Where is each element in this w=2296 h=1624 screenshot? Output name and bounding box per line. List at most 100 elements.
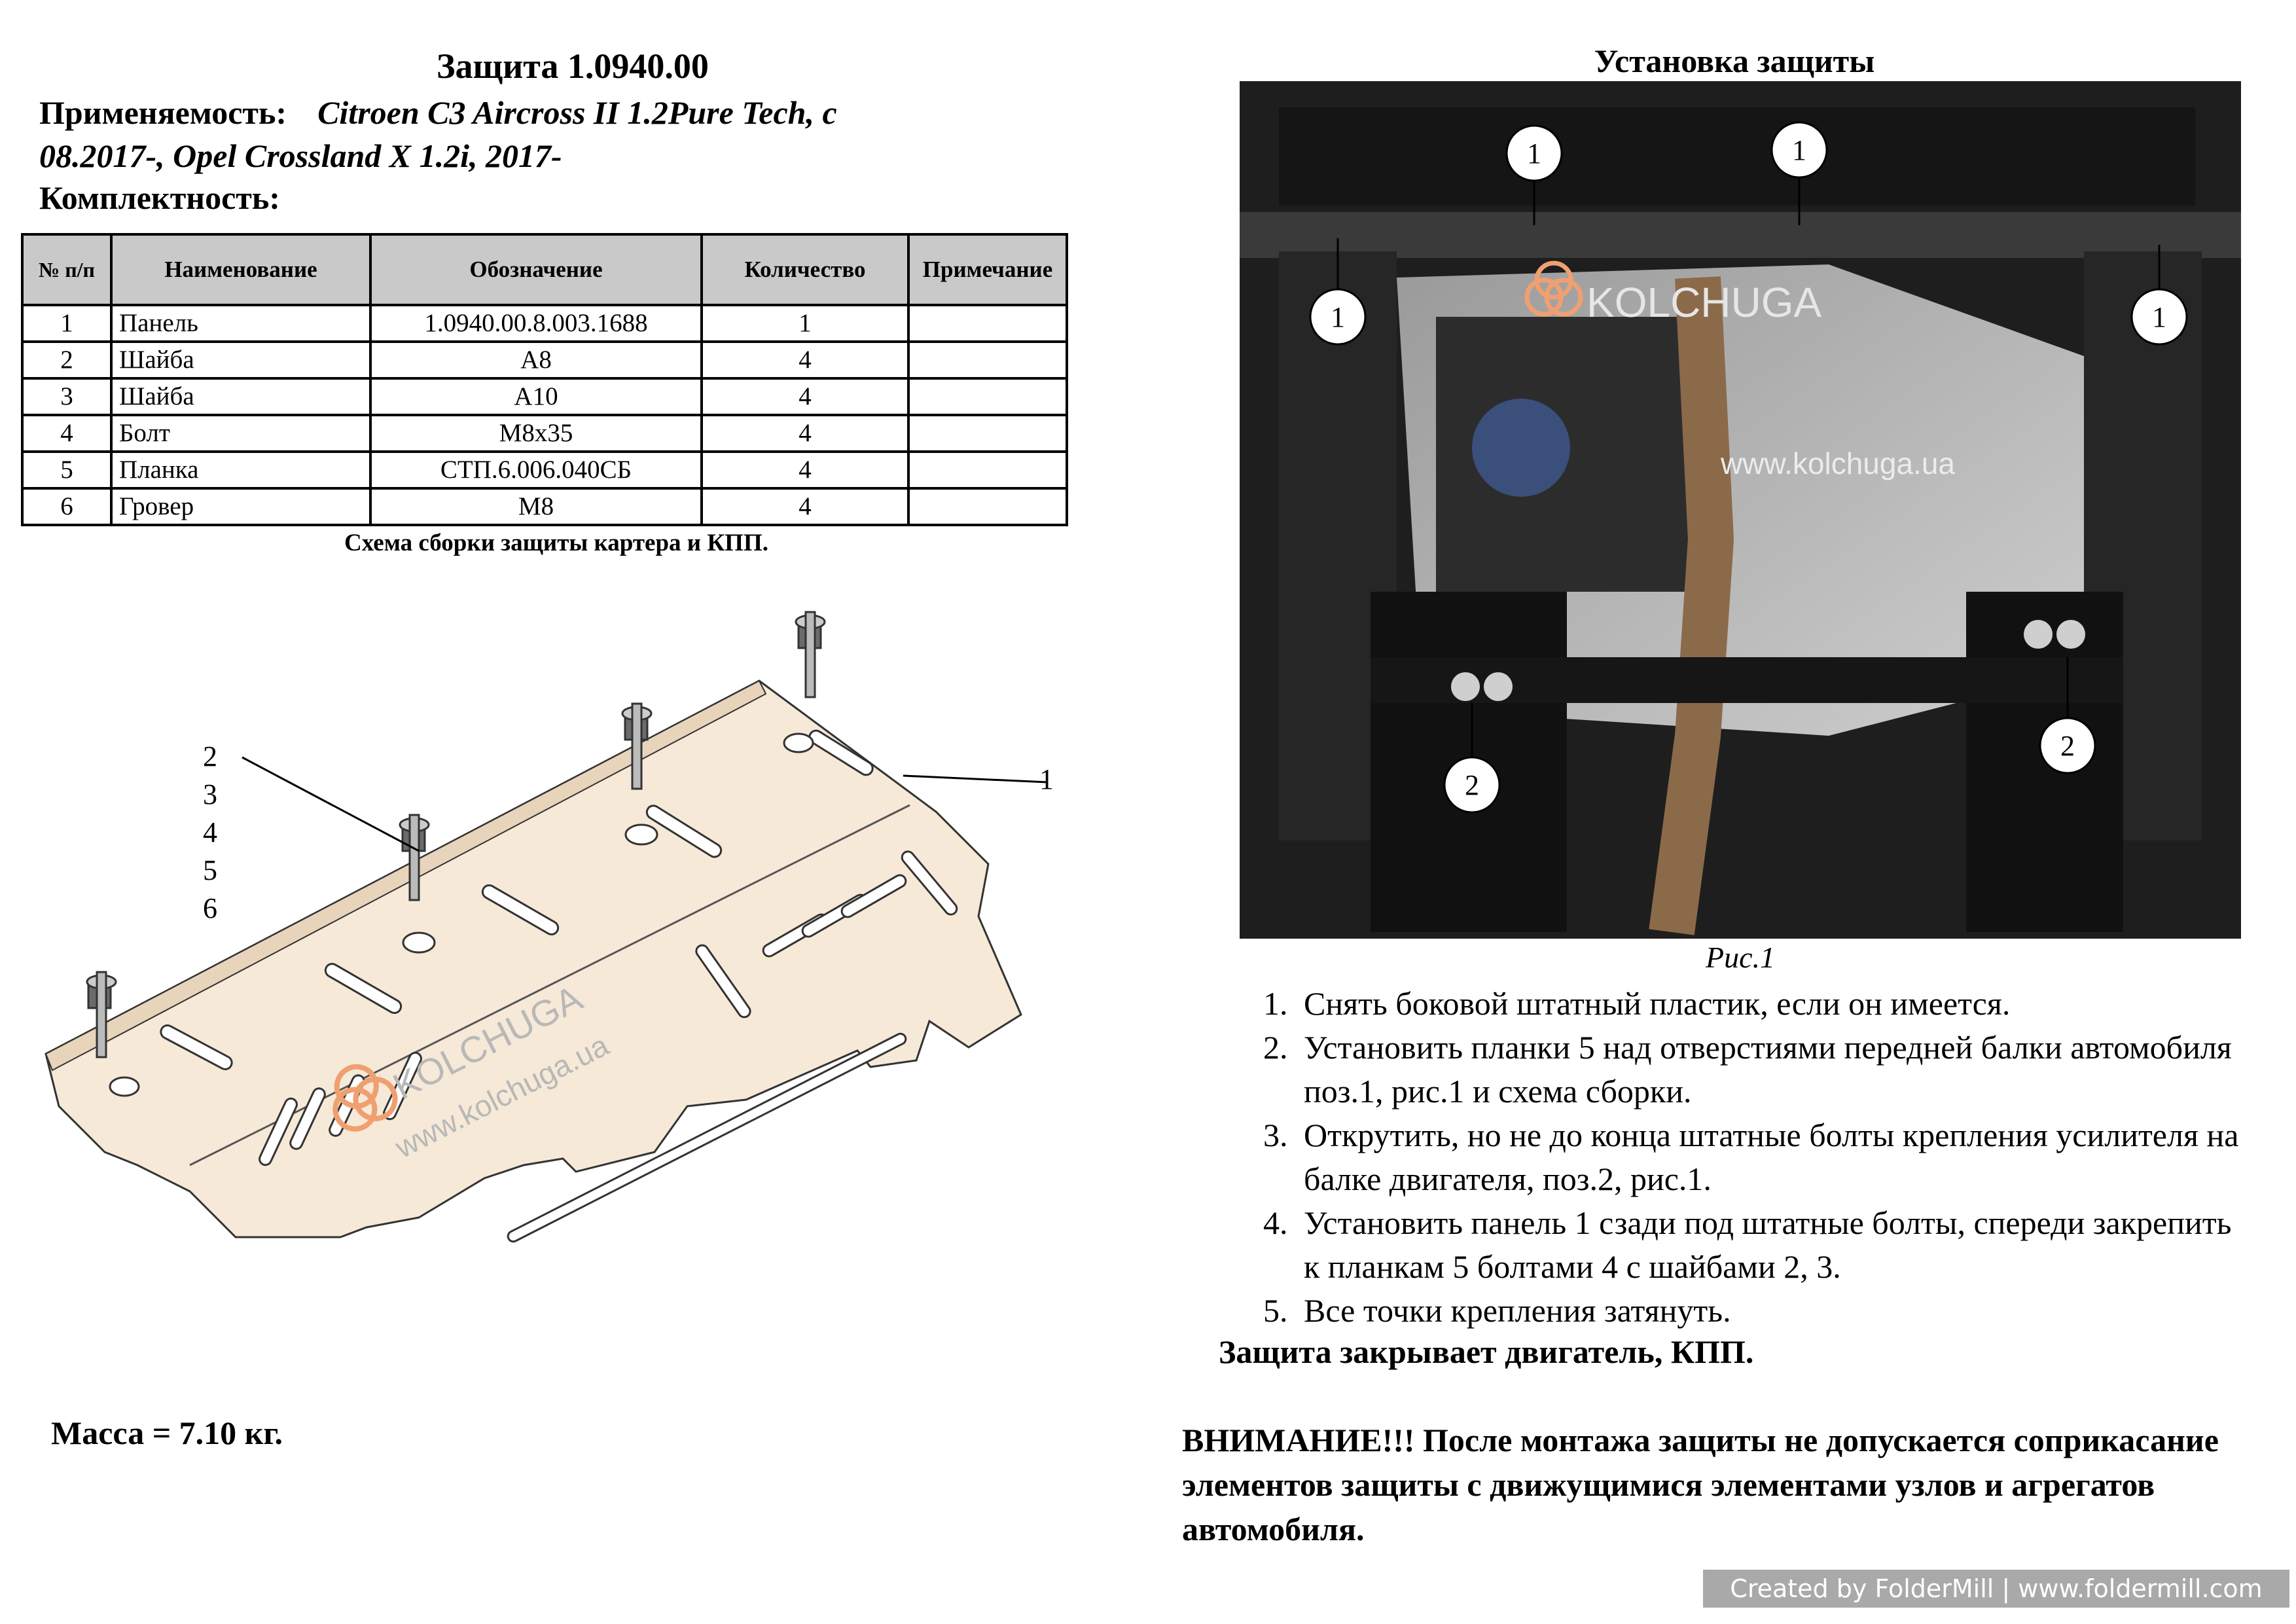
photo-caption: Рис.1 <box>1705 941 1775 974</box>
kit-label: Комплектность: <box>39 179 280 216</box>
step-number: 2. <box>1263 1029 1288 1066</box>
exhaust-pipe <box>1649 276 1734 935</box>
cell-number: 1 <box>21 304 113 343</box>
install-title: Установка защиты <box>1594 43 1875 79</box>
install-steps: 1. Снять боковой штатный пластик, если о… <box>1263 982 2245 1333</box>
col-quantity: Количество <box>700 233 910 306</box>
leader-left <box>242 756 420 852</box>
table-header-row: № п/п Наименование Обозначение Количеств… <box>21 233 1068 306</box>
parts-table: № п/п Наименование Обозначение Количеств… <box>21 233 1068 526</box>
coverage-note: Защита закрывает двигатель, КПП. <box>1219 1333 1754 1370</box>
mount-holes <box>109 732 814 1097</box>
cell-note <box>907 340 1068 380</box>
svg-text:2: 2 <box>1465 769 1479 801</box>
cell-designation: А10 <box>369 377 703 416</box>
marker-1d: 1 <box>2130 245 2188 346</box>
callout-3: 3 <box>203 778 217 810</box>
cell-quantity: 4 <box>700 414 910 453</box>
marker-2b: 2 <box>2039 657 2096 774</box>
assembly-drawing: KOLCHUGA www.kolchuga.ua 2 3 4 5 6 1 <box>45 611 1054 1243</box>
marker-1b: 1 <box>1770 121 1828 225</box>
svg-text:1: 1 <box>1331 301 1345 333</box>
applicability-label: Применяемость: <box>39 94 287 131</box>
photo-url: www.kolchuga.ua <box>1720 446 1955 480</box>
list-item: 2. Установить планки 5 над отверстиями п… <box>1263 1026 2245 1113</box>
cell-quantity: 4 <box>700 377 910 416</box>
leader-right <box>903 774 1048 784</box>
callout-6: 6 <box>203 892 217 924</box>
cell-name: Шайба <box>110 340 372 380</box>
svg-text:2: 2 <box>2060 730 2075 762</box>
cell-name: Шайба <box>110 377 372 416</box>
table-row: 5 Планка СТП.6.006.040СБ 4 <box>21 450 1068 490</box>
svg-text:1: 1 <box>1527 137 1541 170</box>
cell-number: 4 <box>21 414 113 453</box>
step-number: 1. <box>1263 985 1288 1022</box>
cell-note <box>907 487 1068 526</box>
table-row: 2 Шайба А8 4 <box>21 340 1068 380</box>
cell-designation: СТП.6.006.040СБ <box>369 450 703 490</box>
callout-4: 4 <box>203 816 217 848</box>
step-text: Установить панель 1 сзади под штатные бо… <box>1304 1204 2232 1285</box>
list-item: 1. Снять боковой штатный пластик, если о… <box>1263 982 2245 1026</box>
table-row: 3 Шайба А10 4 <box>21 377 1068 416</box>
photo-logo: KOLCHUGA <box>1587 279 1822 326</box>
cell-quantity: 4 <box>700 487 910 526</box>
cell-designation: М8 <box>369 487 703 526</box>
bracket-bolts <box>86 611 826 1058</box>
cell-note <box>907 304 1068 343</box>
warning-note: ВНИМАНИЕ!!! После монтажа защиты не допу… <box>1182 1422 2219 1547</box>
cell-name: Болт <box>110 414 372 453</box>
cell-note <box>907 377 1068 416</box>
step-text: Все точки крепления затянуть. <box>1304 1292 1731 1329</box>
cell-number: 5 <box>21 450 113 490</box>
list-item: 4. Установить панель 1 сзади под штатные… <box>1263 1201 2245 1289</box>
list-item: 3. Открутить, но не до конца штатные бол… <box>1263 1113 2245 1201</box>
photo-watermark: KOLCHUGA www.kolchuga.ua <box>1524 261 1955 480</box>
mass-label: Масса = 7.10 кг. <box>51 1415 283 1451</box>
vent-slots <box>160 729 958 1243</box>
foldermill-watermark: Created by FolderMill | www.foldermill.c… <box>1703 1570 2289 1608</box>
step-number: 5. <box>1263 1292 1288 1329</box>
step-text: Открутить, но не до конца штатные болты … <box>1304 1117 2239 1197</box>
cell-designation: М8х35 <box>369 414 703 453</box>
cell-note <box>907 414 1068 453</box>
cell-name: Гровер <box>110 487 372 526</box>
applicability-models-line2: 08.2017-, Opel Crossland X 1.2i, 2017- <box>39 137 562 174</box>
table-row: 4 Болт М8х35 4 <box>21 414 1068 453</box>
svg-text:1: 1 <box>1792 134 1806 166</box>
cell-name: Планка <box>110 450 372 490</box>
marker-1a: 1 <box>1505 124 1563 225</box>
col-number: № п/п <box>21 233 113 306</box>
list-item: 5. Все точки крепления затянуть. <box>1263 1289 2245 1333</box>
cell-note <box>907 450 1068 490</box>
cell-number: 2 <box>21 340 113 380</box>
marker-2a: 2 <box>1443 703 1501 814</box>
installation-photo: KOLCHUGA www.kolchuga.ua 1 1 1 1 2 <box>1240 81 2241 939</box>
applicability: Применяемость: Citroen C3 Aircross II 1.… <box>39 92 837 134</box>
table-row: 1 Панель 1.0940.00.8.003.1688 1 <box>21 304 1068 343</box>
cell-quantity: 4 <box>700 340 910 380</box>
cell-designation: А8 <box>369 340 703 380</box>
step-text: Снять боковой штатный пластик, если он и… <box>1304 985 2011 1022</box>
front-beam <box>1240 212 2241 258</box>
cell-designation: 1.0940.00.8.003.1688 <box>369 304 703 343</box>
callout-1: 1 <box>1039 763 1054 795</box>
col-name: Наименование <box>110 233 372 306</box>
col-designation: Обозначение <box>369 233 703 306</box>
applicability-line2: 08.2017-, Opel Crossland X 1.2i, 2017- <box>39 135 562 177</box>
plate-front-flange <box>45 679 767 1072</box>
step-text: Установить планки 5 над отверстиями пере… <box>1304 1029 2232 1110</box>
cell-quantity: 4 <box>700 450 910 490</box>
skid-plate <box>45 679 1022 1238</box>
schema-caption: Схема сборки защиты картера и КПП. <box>344 530 768 556</box>
cell-number: 6 <box>21 487 113 526</box>
step-number: 3. <box>1263 1117 1288 1153</box>
callout-5: 5 <box>203 854 217 886</box>
applicability-models-line1: Citroen C3 Aircross II 1.2Pure Tech, с <box>317 94 837 131</box>
step-number: 4. <box>1263 1204 1288 1241</box>
cell-quantity: 1 <box>700 304 910 343</box>
table-row: 6 Гровер М8 4 <box>21 487 1068 526</box>
cell-number: 3 <box>21 377 113 416</box>
marker-1c: 1 <box>1309 238 1367 346</box>
